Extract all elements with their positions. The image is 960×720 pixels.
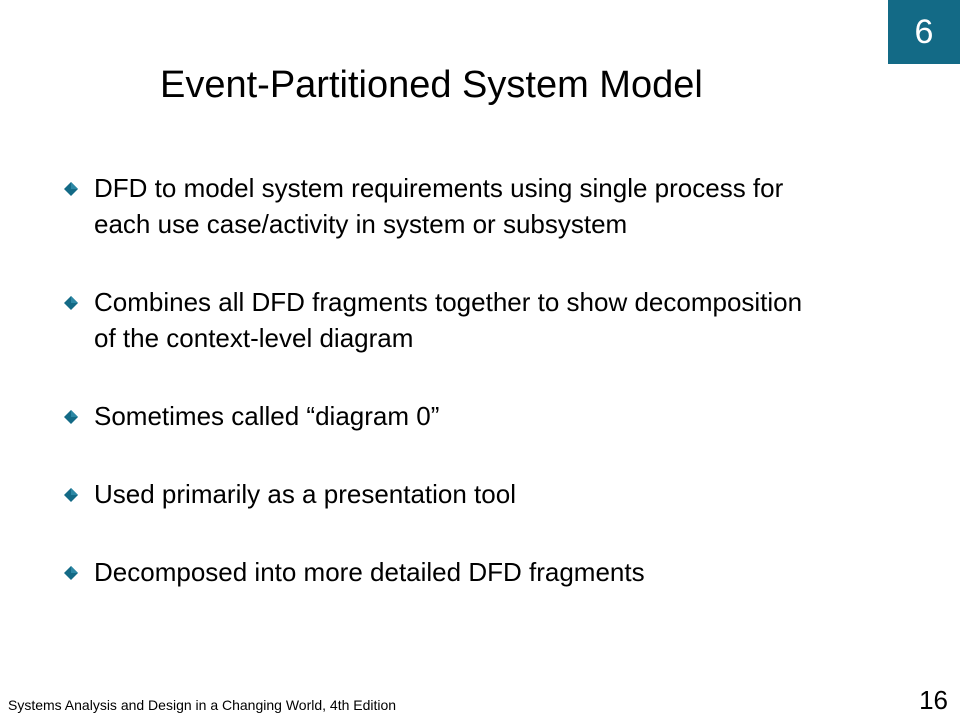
diamond-bullet-icon xyxy=(64,182,78,196)
slide-title: Event-Partitioned System Model xyxy=(160,64,703,106)
bullet-text: DFD to model system requirements using s… xyxy=(94,173,784,239)
bullet-text: Combines all DFD fragments together to s… xyxy=(94,287,803,353)
diamond-bullet-icon xyxy=(64,410,78,424)
bullet-item: Sometimes called “diagram 0” xyxy=(64,398,804,434)
bullet-text: Used primarily as a presentation tool xyxy=(94,479,516,509)
bullet-text: Decomposed into more detailed DFD fragme… xyxy=(94,557,645,587)
chapter-badge: 6 xyxy=(888,0,960,64)
footer-text: Systems Analysis and Design in a Changin… xyxy=(8,697,397,713)
bullet-item: Combines all DFD fragments together to s… xyxy=(64,284,804,356)
bullet-list: DFD to model system requirements using s… xyxy=(64,170,804,632)
bullet-item: DFD to model system requirements using s… xyxy=(64,170,804,242)
bullet-item: Used primarily as a presentation tool xyxy=(64,476,804,512)
bullet-item: Decomposed into more detailed DFD fragme… xyxy=(64,554,804,590)
diamond-bullet-icon xyxy=(64,488,78,502)
diamond-bullet-icon xyxy=(64,296,78,310)
bullet-text: Sometimes called “diagram 0” xyxy=(94,401,440,431)
diamond-bullet-icon xyxy=(64,566,78,580)
page-number: 16 xyxy=(919,685,948,715)
